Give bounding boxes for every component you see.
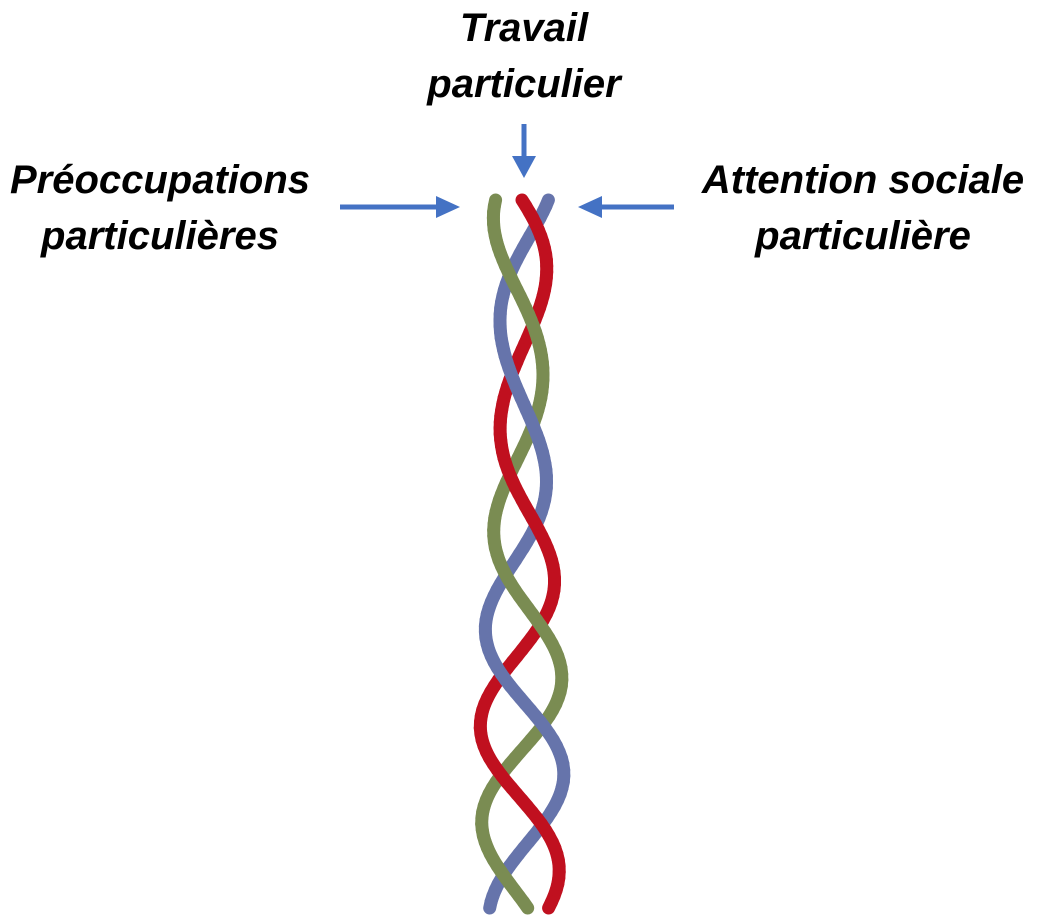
strand-green-segment — [512, 889, 530, 909]
label-top-line1: Travail — [459, 6, 589, 50]
label-right-line2: particulière — [755, 214, 971, 258]
arrow-left-icon — [578, 196, 674, 218]
label-left-line2: particulières — [41, 214, 279, 258]
strand-red-segment — [515, 793, 534, 813]
strand-red-segment — [515, 493, 532, 513]
label-left-line1: Préoccupations — [9, 158, 311, 202]
arrow-down-icon — [512, 124, 536, 178]
strand-red-segment — [515, 193, 533, 213]
strand-blue-segment — [513, 691, 532, 711]
strand-blue-segment — [514, 391, 531, 411]
label-travail-particulier: Travail particulier — [369, 0, 679, 112]
arrow-right-icon — [340, 196, 460, 218]
label-preoccupations-particulieres: Préoccupations particulières — [0, 152, 320, 264]
strand-blue-segment — [483, 895, 498, 915]
strand-green-segment — [513, 289, 530, 309]
label-attention-sociale-particuliere: Attention sociale particulière — [688, 152, 1038, 264]
strand-green-segment — [512, 589, 530, 609]
strand-blue-segment — [539, 193, 555, 213]
label-top-line2: particulier — [427, 62, 621, 106]
label-right-line1: Attention sociale — [701, 158, 1025, 202]
braid-strands — [473, 193, 571, 915]
